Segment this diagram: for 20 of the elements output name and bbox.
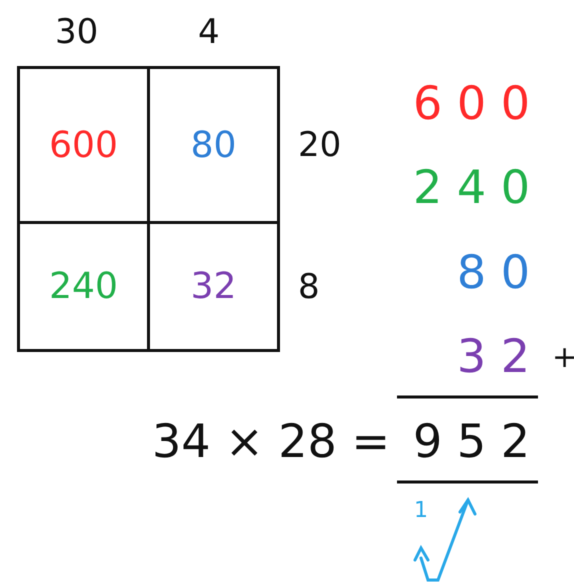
plus-sign: + — [552, 343, 574, 373]
row-header: 8 — [298, 270, 320, 304]
partial-product: 2 4 0 — [412, 164, 530, 210]
column-header: 4 — [198, 15, 220, 49]
grid-cell — [147, 221, 280, 352]
product-value: 240 — [49, 266, 118, 307]
column-header: 30 — [55, 15, 98, 49]
product-value: 80 — [190, 124, 236, 166]
grid-cell — [17, 221, 150, 352]
partial-product: 8 0 — [456, 249, 530, 295]
partial-product: 6 0 0 — [412, 80, 530, 126]
product-value: 600 — [49, 124, 118, 166]
equation: 34 × 28 = — [152, 418, 390, 464]
grid-cell — [147, 66, 280, 224]
row-header: 20 — [298, 128, 342, 162]
grid-cell — [17, 66, 150, 224]
answer: 9 5 2 — [412, 418, 530, 464]
partial-product: 3 2 — [456, 333, 530, 379]
carry-digit: 1 — [414, 500, 428, 522]
product-value: 32 — [190, 266, 236, 307]
